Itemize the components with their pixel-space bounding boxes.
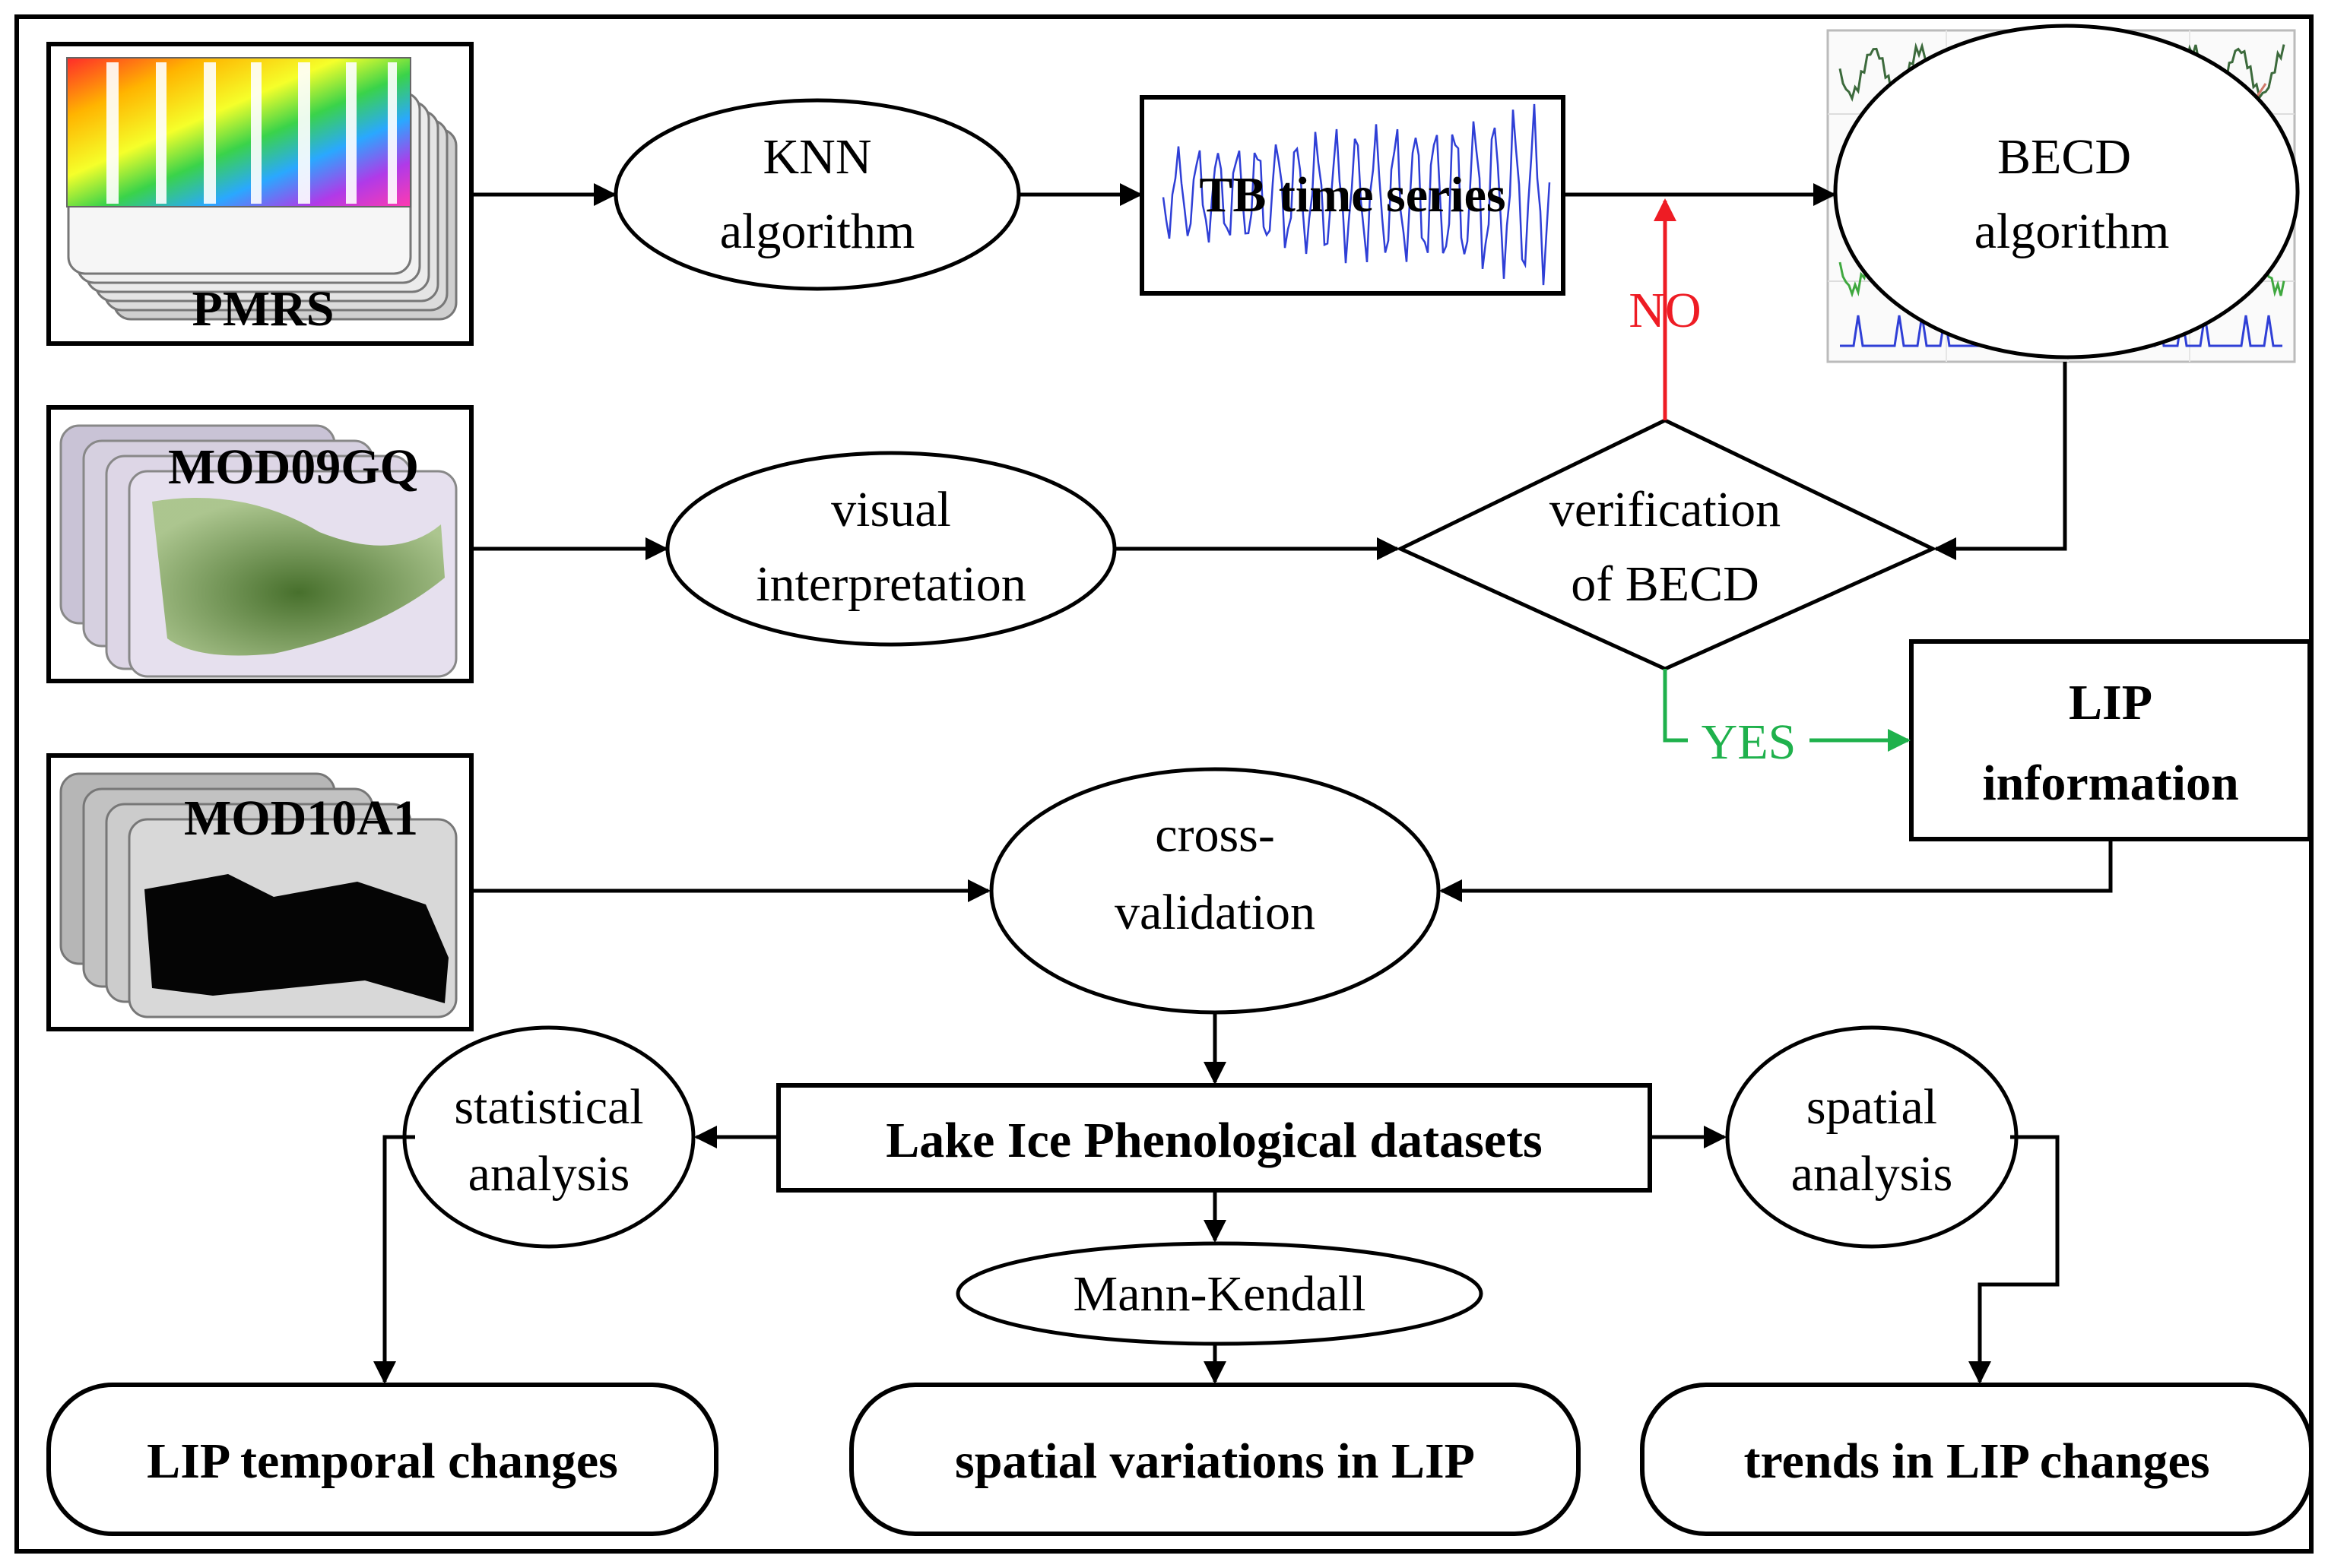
tb-time-series-label: TB time series (1199, 167, 1505, 223)
yes-label: YES (1702, 714, 1797, 770)
verification-label-line1: verification (1549, 482, 1781, 537)
becd-label-line2: algorithm (1974, 204, 2170, 259)
mod09gq-stack-icon (59, 424, 458, 678)
becd-ellipse (1833, 24, 2300, 360)
arrow-spatial-to-trends (1968, 1135, 2060, 1384)
lip-temporal-changes-box (46, 1383, 718, 1536)
mod09gq-label: MOD09GQ (168, 439, 419, 495)
lip-temporal-changes-label: LIP temporal changes (147, 1433, 618, 1489)
tb-time-series-box: TB time series (1140, 95, 1565, 296)
mod09gq-image-box: MOD09GQ (46, 405, 474, 683)
arrow-yes-path-part1 (1663, 669, 1688, 743)
pmrs-image-box: PMRS (46, 42, 474, 346)
statistical-analysis-ellipse (402, 1025, 696, 1249)
pmrs-label: PMRS (192, 281, 335, 337)
spatial-analysis-label-line1: spatial (1806, 1079, 1937, 1135)
trends-in-lip-changes-box (1640, 1383, 2314, 1536)
arrow-statistical-to-temporal (373, 1135, 415, 1384)
knn-label-line2: algorithm (720, 204, 915, 259)
mann-kendall-ellipse (956, 1241, 1483, 1346)
lip-info-label-line2: information (1982, 755, 2238, 811)
pmrs-stack-icon (66, 57, 458, 321)
knn-label-line1: KNN (763, 129, 872, 185)
tb-series-waveform (1162, 103, 1551, 286)
spatial-analysis-label-line2: analysis (1791, 1146, 1953, 1202)
becd-panel: BECD algorithm (1826, 24, 2300, 363)
spatial-variations-label: spatial variations in LIP (955, 1433, 1475, 1489)
mann-kendall-label: Mann-Kendall (1074, 1266, 1366, 1322)
trends-label: trends in LIP changes (1743, 1433, 2209, 1489)
visual-label-line1: visual (831, 482, 951, 537)
spatial-variations-box (849, 1383, 1581, 1536)
statistical-label-line2: analysis (468, 1146, 630, 1202)
cross-label-line1: cross- (1155, 807, 1275, 863)
no-label: NO (1629, 283, 1701, 338)
spatial-analysis-ellipse (1725, 1025, 2019, 1249)
visual-label-line2: interpretation (756, 556, 1026, 612)
verification-label-line2: of BECD (1571, 556, 1759, 612)
lip-info-label-line1: LIP (2069, 675, 2152, 730)
lip-datasets-box (776, 1083, 1652, 1193)
mod10a1-label: MOD10A1 (184, 790, 418, 846)
verification-diamond (1396, 418, 1937, 671)
arrow-becd-to-verification (1933, 362, 2067, 560)
cross-label-line2: validation (1115, 885, 1315, 940)
becd-label-line1: BECD (1997, 129, 2131, 185)
mod10a1-stack-icon (59, 772, 458, 1018)
statistical-label-line1: statistical (454, 1079, 643, 1135)
lip-datasets-label: Lake Ice Phenological datasets (886, 1113, 1542, 1168)
arrow-lip-info-to-cross (1439, 839, 2113, 902)
mod10a1-image-box: MOD10A1 (46, 753, 474, 1031)
